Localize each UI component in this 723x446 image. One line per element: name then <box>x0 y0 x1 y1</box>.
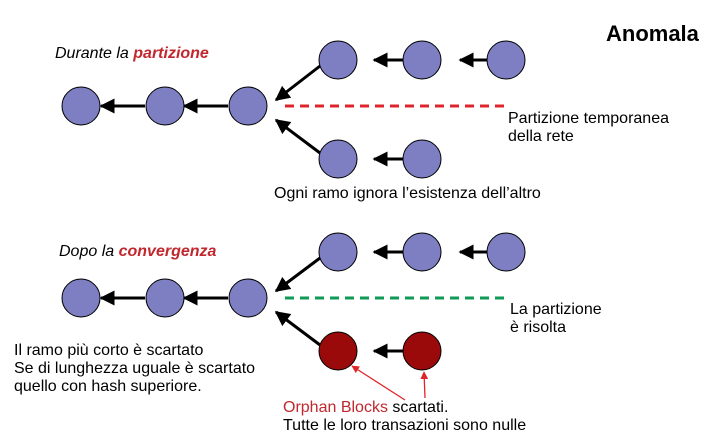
block-node <box>318 232 358 272</box>
section2-heading-prefix: Dopo la <box>59 243 119 260</box>
pointer-arrow <box>351 365 406 401</box>
block-node <box>61 278 101 318</box>
orphan-block-node <box>402 331 442 371</box>
section1-blocks <box>61 40 526 179</box>
block-node <box>318 40 358 80</box>
orphan-pointer-arrows <box>351 365 429 401</box>
orphan-label-line1: Orphan Blocks scartati. <box>283 398 448 417</box>
section1-heading-highlight: partizione <box>133 45 209 62</box>
partition-label-line2: della rete <box>508 128 574 145</box>
block-node <box>228 278 268 318</box>
resolved-label-line2: è risolta <box>510 319 567 336</box>
block-node <box>318 139 358 179</box>
rule-line2: Se di lunghezza uguale è scartato <box>14 360 256 377</box>
section2-heading-highlight: convergenza <box>118 243 217 260</box>
orphan-label-rest: scartati. <box>387 399 449 416</box>
page-title: Anomala <box>606 21 699 46</box>
block-node <box>61 86 101 126</box>
block-node <box>228 86 268 126</box>
partition-label-line1: Partizione temporanea <box>508 110 669 127</box>
block-node <box>402 139 442 179</box>
branch-note: Ogni ramo ignora l’esistenza dell’altro <box>274 185 541 202</box>
rule-line1: Il ramo più corto è scartato <box>14 342 204 359</box>
arrow <box>274 118 321 155</box>
resolved-label-line1: La partizione <box>510 301 602 318</box>
pointer-arrow <box>420 371 429 399</box>
orphan-label-highlight: Orphan Blocks <box>283 399 388 416</box>
section1-arrows <box>99 52 487 167</box>
block-node <box>486 40 526 80</box>
block-node <box>402 232 442 272</box>
section2-blocks <box>61 232 526 371</box>
section2-arrows <box>99 244 487 359</box>
arrow <box>274 310 321 347</box>
block-node <box>402 40 442 80</box>
arrow <box>274 64 321 102</box>
arrow <box>274 256 321 293</box>
section2-heading: Dopo la convergenza <box>59 242 216 261</box>
section1-heading: Durante la partizione <box>55 44 209 63</box>
block-node <box>145 86 185 126</box>
orphan-block-node <box>318 331 358 371</box>
orphan-label-line2: Tutte le loro transazioni sono nulle <box>283 417 527 434</box>
block-node <box>486 232 526 272</box>
block-node <box>145 278 185 318</box>
rule-line3: quello con hash superiore. <box>14 378 202 395</box>
section1-heading-prefix: Durante la <box>55 45 134 62</box>
